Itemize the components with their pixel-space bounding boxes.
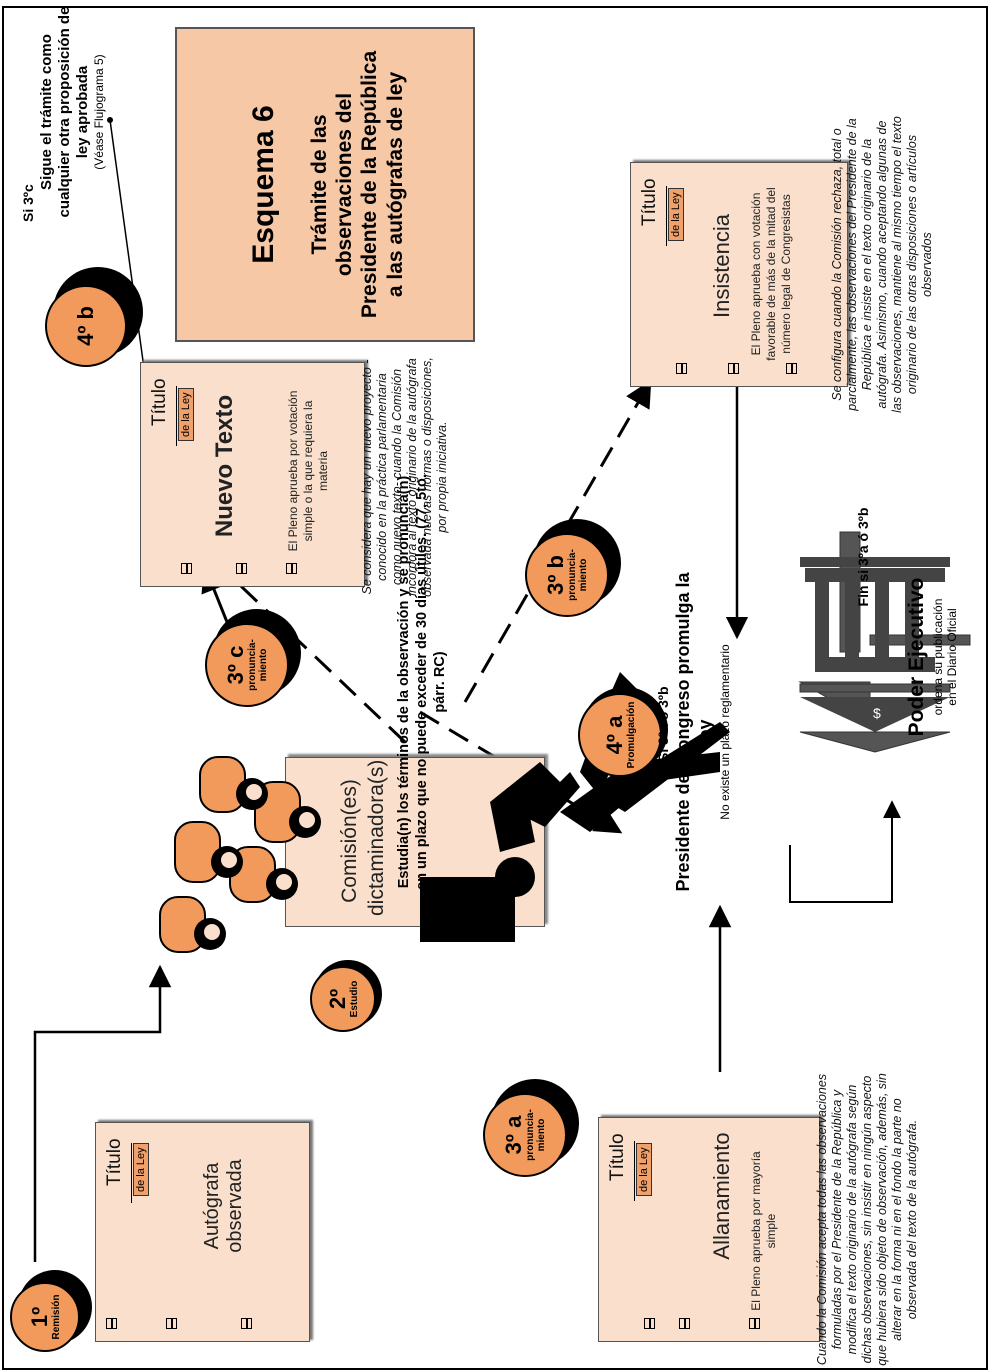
presidente-block: Si 3ºa ó 3ºb Presidente del Congreso pro…	[655, 562, 732, 902]
ejecutivo-block: Poder Ejecutivo ordena su publicación en…	[905, 542, 960, 772]
ejecutivo-sub: ordena su publicación en el Diario Ofici…	[931, 598, 960, 716]
arrow-to-poder-ejecutivo	[789, 800, 901, 903]
presidente-sub: No existe un plazo reglamentario	[718, 644, 733, 820]
ejecutivo-title: Poder Ejecutivo	[905, 577, 928, 737]
building-symbol: $	[873, 705, 881, 721]
presidente-cond: Si 3ºa ó 3ºb	[655, 686, 671, 762]
note-allanamiento: Cuando la Comisión acepta todas las obse…	[815, 1073, 919, 1366]
presidente-main: Presidente del Congreso promulga la ley	[673, 572, 715, 892]
ejecutivo-fin: Fin si 3ºa ó 3ºb	[855, 507, 871, 607]
sigue-tramite: Si 3ºc Sigue el trámite como cualquier o…	[20, 6, 106, 222]
note-insistencia: Se configura cuando la Comisión rechaza,…	[830, 116, 934, 413]
note-nuevo-texto: Se considera que hay un nuevo proyecto -…	[360, 357, 449, 597]
arrow-remision	[33, 964, 172, 1262]
arrow-to-nuevo-texto	[203, 550, 407, 744]
